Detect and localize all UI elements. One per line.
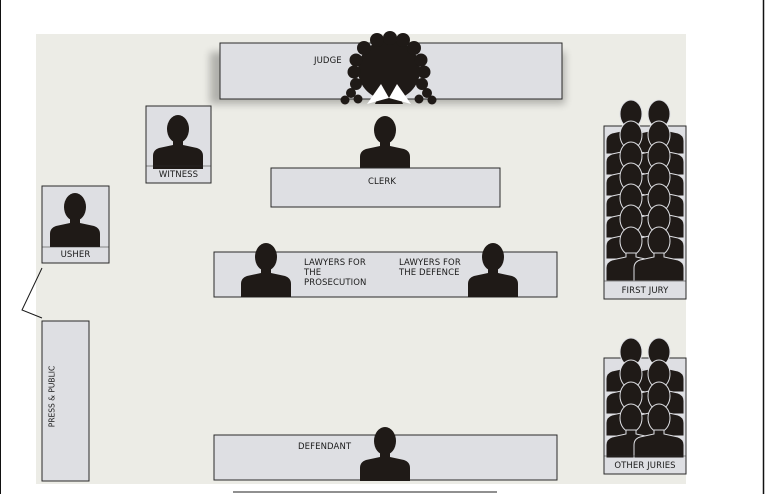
press-public-label: PRESS & PUBLIC xyxy=(47,365,57,428)
defence-label: LAWYERS FOR THE DEFENCE xyxy=(399,258,461,278)
other-juries-label: OTHER JURIES xyxy=(614,461,676,471)
witness-label: WITNESS xyxy=(158,170,199,180)
usher-label: USHER xyxy=(60,250,91,260)
prosecution-label: LAWYERS FOR THE PROSECUTION xyxy=(304,258,367,288)
first-jury-label: FIRST JURY xyxy=(621,286,669,296)
clerk-label: CLERK xyxy=(368,177,397,187)
clerk-desk xyxy=(270,167,501,208)
defendant-label: DEFENDANT xyxy=(298,442,352,452)
door-icon xyxy=(21,267,43,319)
press-public-bench xyxy=(41,320,90,482)
judge-label: JUDGE xyxy=(314,56,342,66)
judge-wig-icon xyxy=(340,31,437,105)
